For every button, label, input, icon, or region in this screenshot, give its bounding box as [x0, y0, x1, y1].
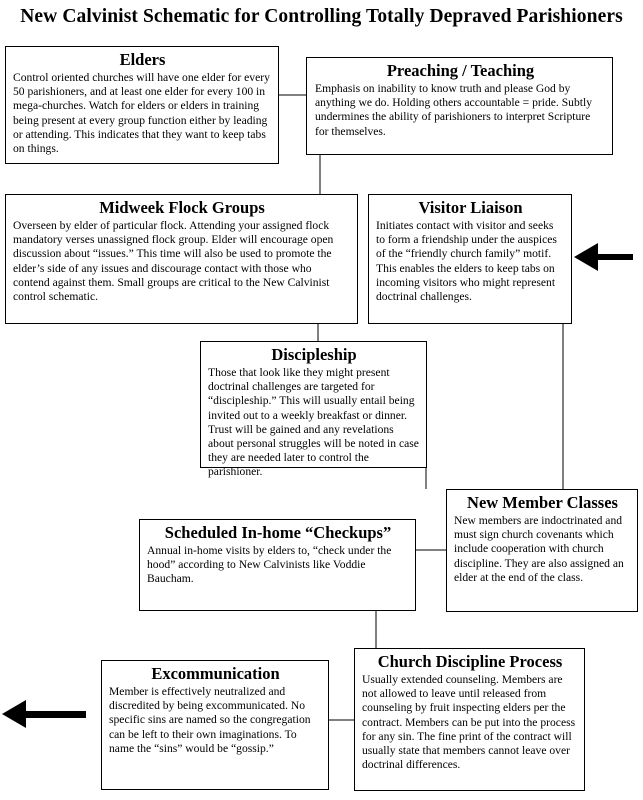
- discipleship-heading: Discipleship: [271, 345, 357, 364]
- discipline-box: Church Discipline Process Usually extend…: [354, 648, 585, 791]
- new-member-body: New members are indoctrinated and must s…: [454, 514, 624, 584]
- visitor-box: Visitor Liaison Initiates contact with v…: [368, 194, 572, 324]
- discipline-body: Usually extended counseling. Members are…: [362, 673, 576, 772]
- elders-box: Elders Control oriented churches will ha…: [5, 46, 279, 164]
- elders-body: Control oriented churches will have one …: [13, 71, 270, 156]
- checkups-body: Annual in-home visits by elders to, “che…: [147, 544, 392, 586]
- new-member-heading: New Member Classes: [467, 493, 618, 512]
- arrow-visitor-shaft: [589, 254, 633, 260]
- visitor-body: Initiates contact with visitor and seeks…: [376, 219, 557, 304]
- excommunication-box: Excommunication Member is effectively ne…: [101, 660, 329, 790]
- preaching-body: Emphasis on inability to know truth and …: [315, 82, 593, 138]
- midweek-box: Midweek Flock Groups Overseen by elder o…: [5, 194, 358, 324]
- discipline-heading: Church Discipline Process: [377, 652, 563, 671]
- discipleship-body: Those that look like they might present …: [208, 366, 419, 479]
- preaching-box: Preaching / Teaching Emphasis on inabili…: [306, 57, 613, 155]
- visitor-heading: Visitor Liaison: [418, 198, 523, 217]
- arrow-excommunication-head: [2, 700, 26, 728]
- arrow-visitor-head: [574, 243, 598, 271]
- new-member-box: New Member Classes New members are indoc…: [446, 489, 638, 612]
- excommunication-heading: Excommunication: [151, 664, 280, 683]
- arrow-excommunication-shaft: [18, 711, 86, 718]
- preaching-heading: Preaching / Teaching: [386, 61, 535, 80]
- midweek-heading: Midweek Flock Groups: [99, 198, 265, 217]
- elders-heading: Elders: [119, 50, 166, 69]
- diagram-title: New Calvinist Schematic for Controlling …: [20, 6, 623, 27]
- discipleship-box: Discipleship Those that look like they m…: [200, 341, 427, 478]
- midweek-body: Overseen by elder of particular flock. A…: [13, 219, 334, 304]
- excommunication-body: Member is effectively neutralized and di…: [109, 685, 311, 755]
- checkups-box: Scheduled In-home “Checkups” Annual in-h…: [139, 519, 416, 611]
- checkups-heading: Scheduled In-home “Checkups”: [164, 523, 392, 542]
